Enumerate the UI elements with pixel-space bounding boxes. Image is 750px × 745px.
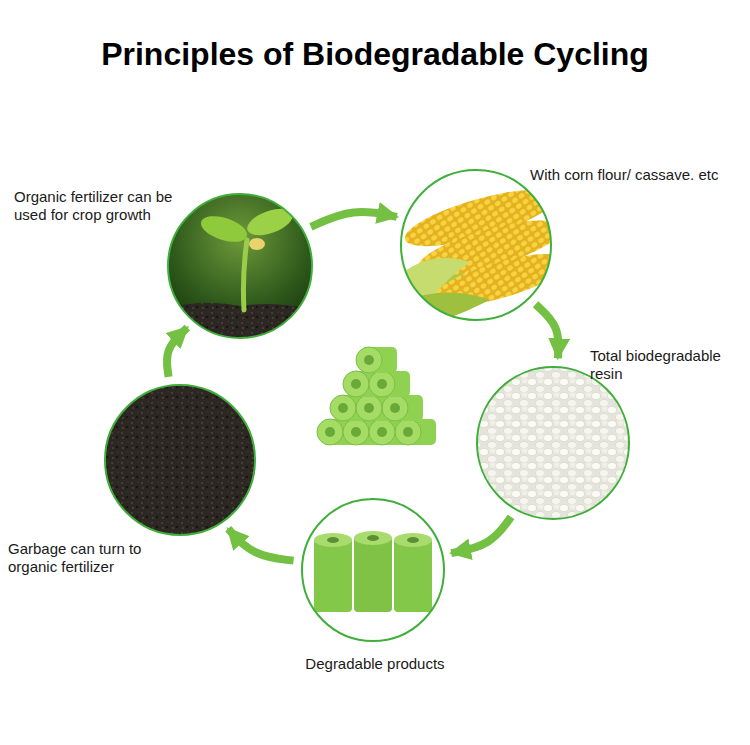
stage-label: Organic fertilizer can be used for crop … [14,188,196,224]
stage-label: Garbage can turn to organic fertilizer [8,540,158,576]
stage-circle: Degradable products [301,498,445,642]
products-photo [300,497,446,643]
cycle-arrow [536,304,559,358]
stage-label: Total biodegradable resin [590,347,742,383]
stage-label: Degradable products [290,655,460,673]
label-holder: With corn flour/ cassave. etc [530,166,745,184]
label-holder: Degradable products [290,655,460,673]
cycle-arrow [167,328,187,377]
stage-circle: Garbage can turn to organic fertilizer [104,384,256,536]
resin-photo [475,365,635,525]
stage-circle: Organic fertilizer can be used for crop … [167,193,313,339]
cycle-arrow [451,517,511,553]
label-holder: Garbage can turn to organic fertilizer [8,540,158,576]
corn-photo [400,168,572,330]
soil-photo [100,380,260,540]
diagram-title: Principles of Biodegradable Cycling [0,36,750,73]
stage-circle: Total biodegradable resin [476,366,630,520]
cycle-arrow [228,529,293,561]
label-holder: Total biodegradable resin [590,347,742,383]
stage-label: With corn flour/ cassave. etc [530,166,745,184]
stage-circle: With corn flour/ cassave. etc [400,169,552,321]
cycle-arrow [311,212,397,227]
label-holder: Organic fertilizer can be used for crop … [14,188,196,224]
roll [317,347,436,445]
